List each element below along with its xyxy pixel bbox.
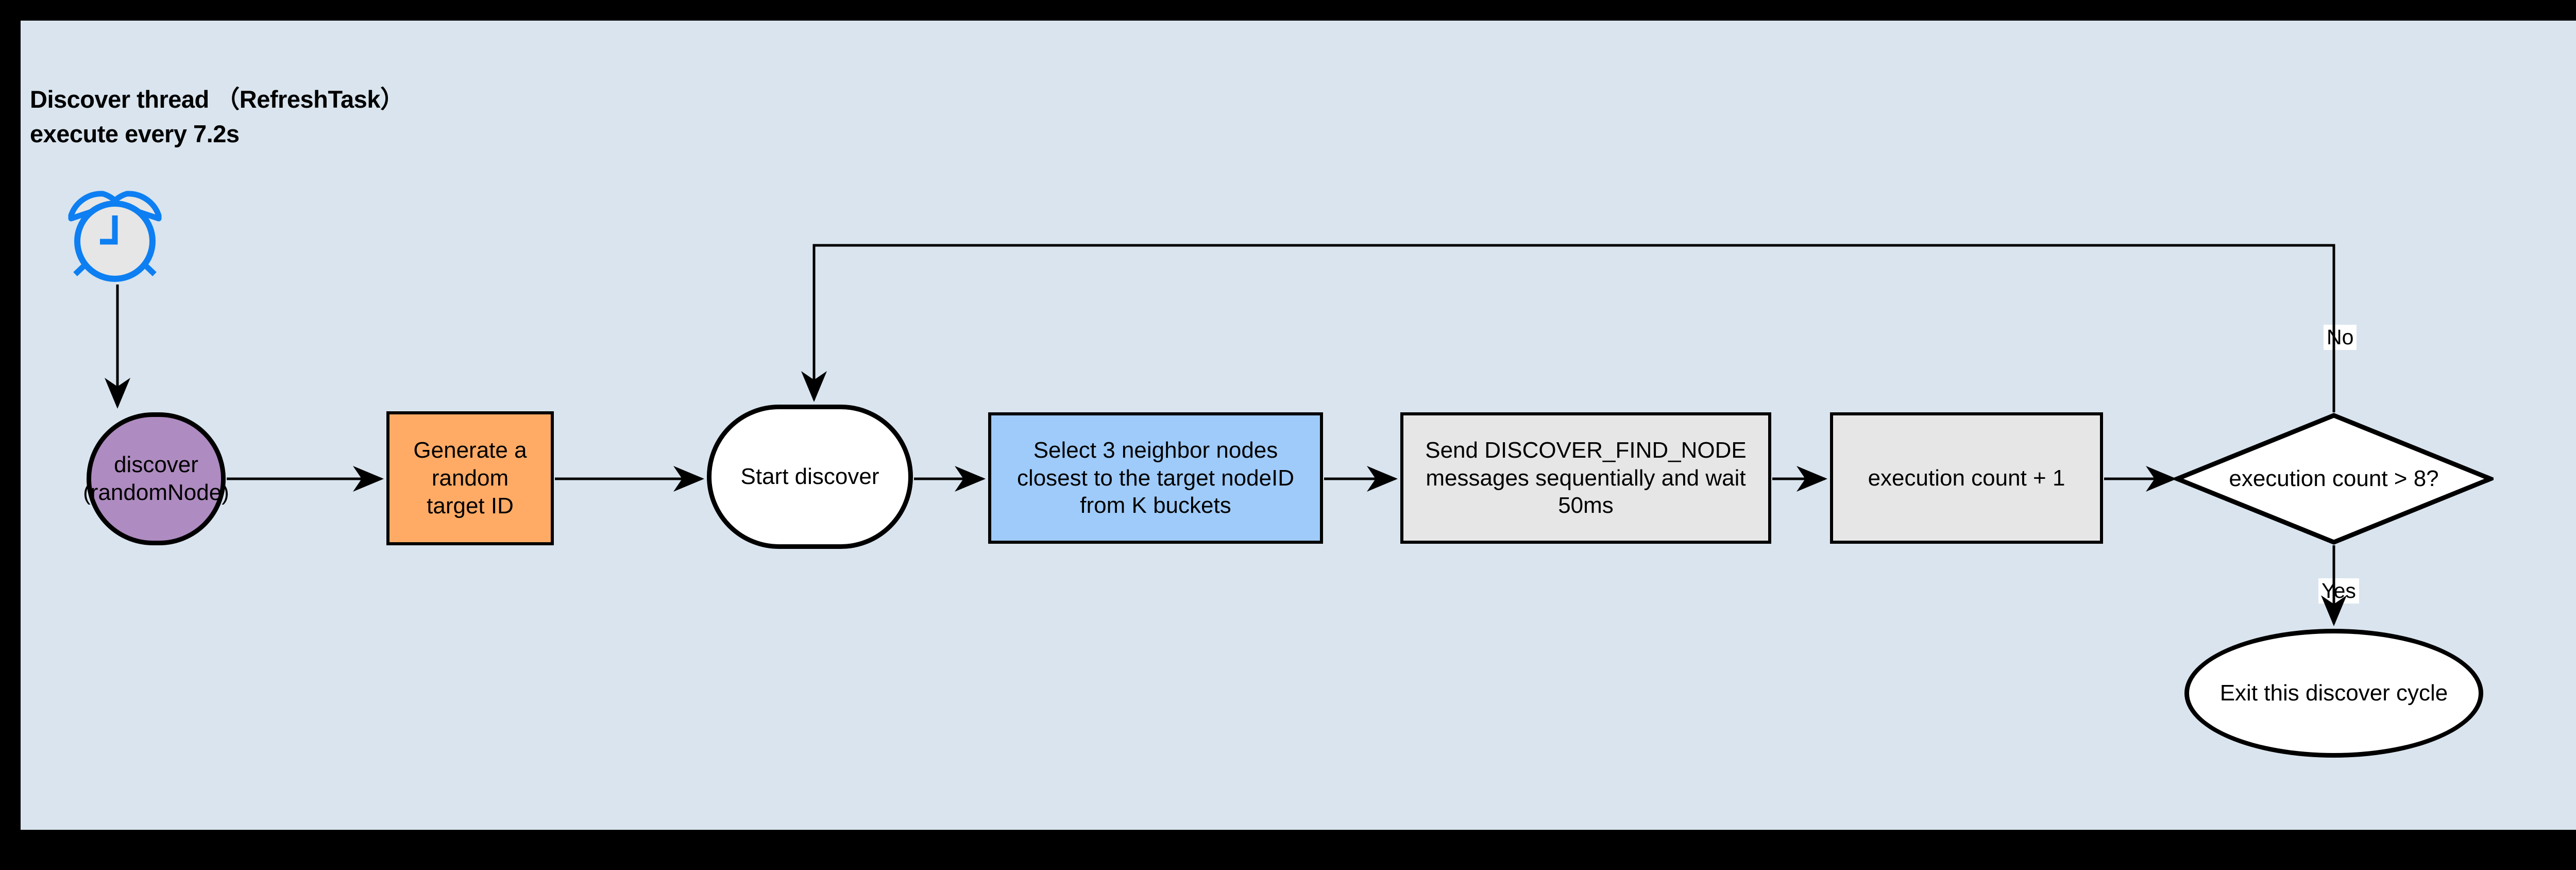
node-send-find-node[interactable]: Send DISCOVER_FIND_NODE messages sequent… bbox=[1400, 412, 1771, 544]
node-send-line-1: Send DISCOVER_FIND_NODE bbox=[1425, 437, 1747, 463]
node-execution-count-increment[interactable]: execution count + 1 bbox=[1830, 412, 2103, 544]
edge-no-loopback bbox=[801, 244, 2335, 412]
node-generate-line-2: target ID bbox=[427, 493, 514, 518]
diagram-frame: Discover thread （RefreshTask） execute ev… bbox=[21, 21, 2576, 830]
node-select-line-3: from K buckets bbox=[1080, 493, 1231, 518]
node-select-neighbors[interactable]: Select 3 neighbor nodes closest to the t… bbox=[988, 412, 1323, 544]
node-exit-label: Exit this discover cycle bbox=[2219, 680, 2448, 706]
title-line-2: execute every 7.2s bbox=[30, 120, 240, 147]
node-count-label: execution count + 1 bbox=[1868, 465, 2065, 491]
title-line-1: Discover thread （RefreshTask） bbox=[30, 86, 404, 113]
node-discover-line-1: discover bbox=[114, 452, 198, 478]
node-select-label: Select 3 neighbor nodes closest to the t… bbox=[1017, 437, 1294, 520]
node-discover-line-2: (randomNode) bbox=[83, 480, 229, 505]
node-generate-target-id[interactable]: Generate a random target ID bbox=[386, 411, 554, 545]
node-decision-label: execution count > 8? bbox=[2229, 466, 2439, 491]
node-start-discover[interactable]: Start discover bbox=[707, 405, 913, 549]
edge-label-no: No bbox=[2324, 325, 2357, 350]
diagram-canvas: Discover thread （RefreshTask） execute ev… bbox=[21, 21, 2576, 830]
node-generate-line-1: Generate a random bbox=[413, 438, 527, 491]
alarm-clock-icon bbox=[56, 186, 174, 283]
page-title: Discover thread （RefreshTask） execute ev… bbox=[30, 82, 404, 151]
node-send-label: Send DISCOVER_FIND_NODE messages sequent… bbox=[1425, 437, 1747, 520]
node-send-line-2: messages sequentially and wait bbox=[1426, 465, 1746, 491]
node-discover[interactable]: discover (randomNode) bbox=[83, 412, 229, 545]
node-discover-label: discover (randomNode) bbox=[83, 451, 229, 506]
node-send-line-3: 50ms bbox=[1558, 493, 1614, 518]
node-start-discover-label: Start discover bbox=[740, 464, 879, 490]
node-exit-discover-cycle[interactable]: Exit this discover cycle bbox=[2184, 629, 2483, 758]
node-select-line-2: closest to the target nodeID bbox=[1016, 465, 1295, 491]
node-select-line-1: Select 3 neighbor nodes bbox=[1033, 437, 1278, 463]
node-decision-execution-count[interactable]: execution count > 8? bbox=[2171, 412, 2497, 545]
node-generate-label: Generate a random target ID bbox=[389, 437, 551, 520]
edge-label-yes: Yes bbox=[2318, 578, 2359, 604]
